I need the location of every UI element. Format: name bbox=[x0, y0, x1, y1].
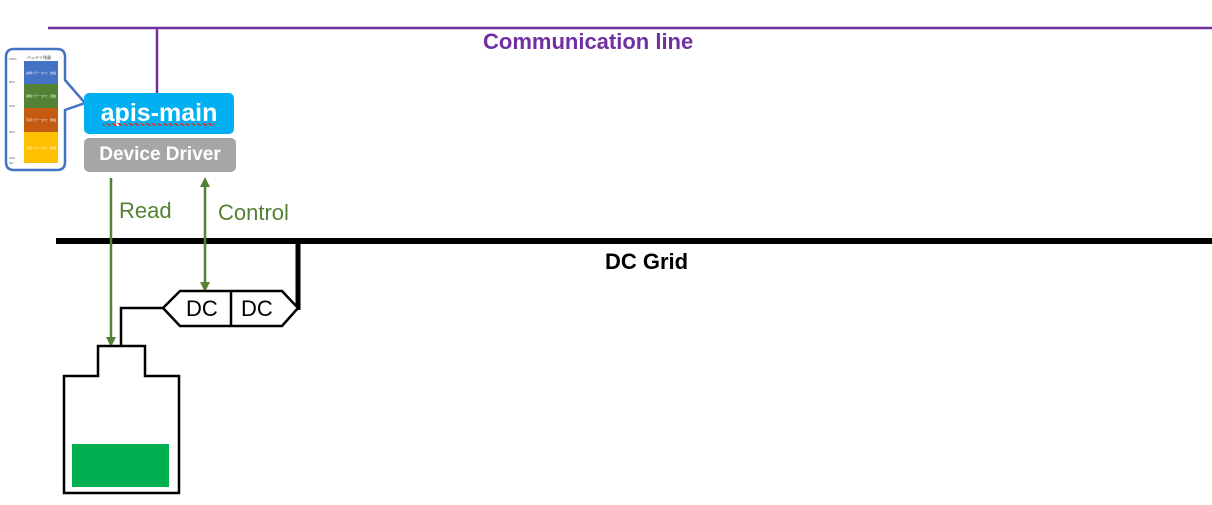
battery-level-fill bbox=[72, 444, 169, 487]
converter-left-label: DC bbox=[186, 296, 218, 321]
tick-100: 100% bbox=[9, 57, 17, 61]
tick-60: 60% bbox=[9, 104, 16, 108]
device-driver-box: Device Driver bbox=[84, 138, 236, 172]
battery-level-chart: バッテリ残量 100% 80% 60% 40% 20% 0% 余剰ステータス：送… bbox=[9, 55, 59, 167]
device-driver-label: Device Driver bbox=[99, 144, 221, 165]
segment-shortage: 不足ステータス：受電 bbox=[24, 108, 58, 132]
segment-normal: 通常ステータス：自給 bbox=[24, 84, 58, 108]
tick-20: 20% bbox=[9, 156, 16, 160]
battery-chart-title: バッテリ残量 bbox=[27, 55, 51, 60]
tick-0: 0% bbox=[9, 161, 14, 165]
segment-critical: 不足ステータス：受電 bbox=[24, 132, 58, 163]
dc-grid-label: DC Grid bbox=[605, 249, 689, 274]
tick-80: 80% bbox=[9, 80, 16, 84]
battery-wire bbox=[119, 306, 163, 347]
apis-main-label: apis-main bbox=[100, 99, 218, 127]
control-label: Control bbox=[218, 200, 289, 225]
communication-line-label: Communication line bbox=[483, 29, 694, 54]
segment-surplus: 余剰ステータス：送電 bbox=[24, 61, 58, 84]
read-label: Read bbox=[119, 198, 172, 223]
converter-right-label: DC bbox=[241, 296, 273, 321]
tick-40: 40% bbox=[9, 130, 16, 134]
apis-main-box: apis-main bbox=[84, 93, 234, 134]
